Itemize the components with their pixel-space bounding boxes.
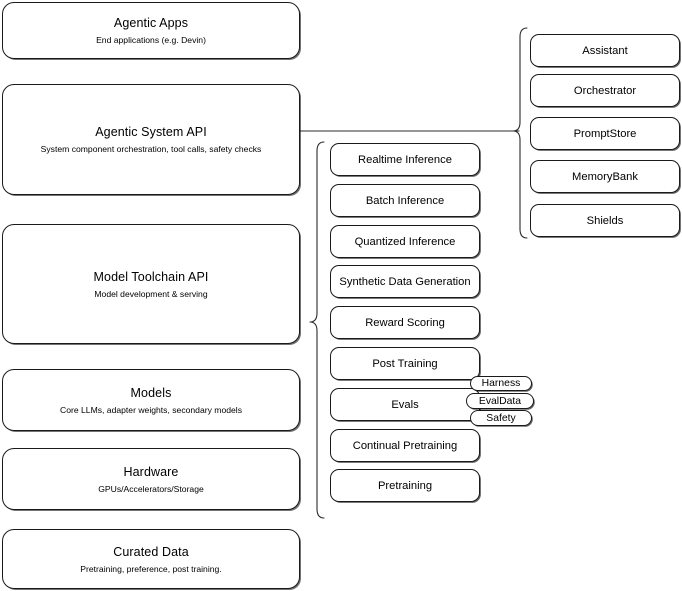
- layer-title: Models: [130, 385, 172, 400]
- layer-title: Agentic Apps: [113, 16, 189, 30]
- layer-title: Hardware: [123, 464, 179, 479]
- capability-pretraining[interactable]: Pretraining: [330, 469, 480, 502]
- eval-badge-safety[interactable]: Safety: [470, 410, 532, 426]
- capability-synthetic-data-generation[interactable]: Synthetic Data Generation: [330, 265, 480, 298]
- layer-subtitle: Model development & serving: [94, 288, 208, 299]
- layer-subtitle: System component orchestration, tool cal…: [40, 144, 262, 154]
- system-component-orchestrator[interactable]: Orchestrator: [530, 74, 680, 107]
- capability-batch-inference[interactable]: Batch Inference: [330, 184, 480, 217]
- toolchain-capabilities-brace: [309, 141, 325, 519]
- layer-title: Model Toolchain API: [93, 269, 209, 284]
- layer-subtitle: GPUs/Accelerators/Storage: [98, 483, 204, 494]
- system-component-memorybank[interactable]: MemoryBank: [530, 160, 680, 193]
- eval-badge-evaldata[interactable]: EvalData: [466, 393, 534, 409]
- capability-realtime-inference[interactable]: Realtime Inference: [330, 143, 480, 176]
- capability-quantized-inference[interactable]: Quantized Inference: [330, 225, 480, 258]
- capability-reward-scoring[interactable]: Reward Scoring: [330, 306, 480, 339]
- system-component-shields[interactable]: Shields: [530, 204, 680, 237]
- layer-title: Curated Data: [113, 544, 189, 559]
- system-component-promptstore[interactable]: PromptStore: [530, 117, 680, 150]
- layer-card-agentic-system-api[interactable]: Agentic System API System component orche…: [2, 84, 300, 195]
- capability-post-training[interactable]: Post Training: [330, 347, 480, 380]
- layer-subtitle: Core LLMs, adapter weights, secondary mo…: [60, 404, 242, 415]
- layer-card-model-toolchain-api[interactable]: Model Toolchain API Model development & s…: [2, 224, 300, 344]
- layer-title: Agentic System API: [95, 125, 207, 139]
- capability-evals[interactable]: Evals: [330, 388, 480, 421]
- capability-continual-pretraining[interactable]: Continual Pretraining: [330, 429, 480, 462]
- system-component-assistant[interactable]: Assistant: [530, 34, 680, 67]
- system-components-brace: [512, 27, 528, 239]
- eval-badge-harness[interactable]: Harness: [470, 376, 532, 391]
- layer-subtitle: Pretraining, preference, post training.: [80, 563, 222, 574]
- layer-subtitle: End applications (e.g. Devin): [96, 35, 206, 45]
